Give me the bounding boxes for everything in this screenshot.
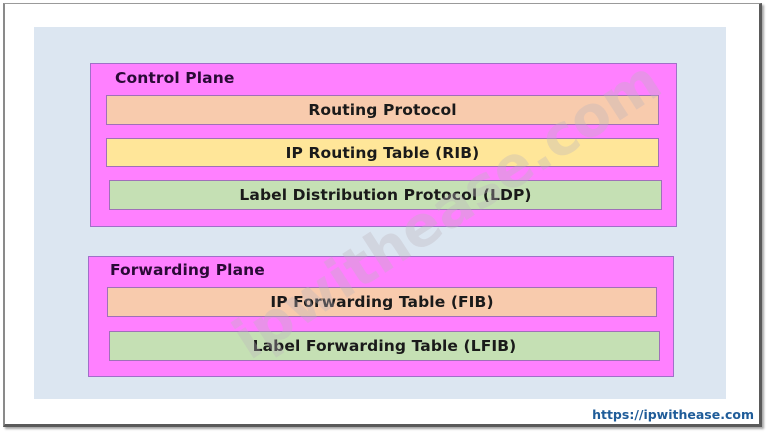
layer-routing-protocol: Routing Protocol [106,95,659,125]
control-plane-title: Control Plane [115,69,235,87]
layer-ldp: Label Distribution Protocol (LDP) [109,180,662,210]
layer-label-forwarding-table: Label Forwarding Table (LFIB) [109,331,660,361]
layer-ip-routing-table: IP Routing Table (RIB) [106,138,659,167]
source-url[interactable]: https://ipwithease.com [592,407,754,422]
layer-ip-forwarding-table: IP Forwarding Table (FIB) [107,287,657,317]
forwarding-plane-title: Forwarding Plane [110,261,265,279]
forwarding-plane-box: Forwarding Plane IP Forwarding Table (FI… [88,256,674,377]
control-plane-box: Control Plane Routing Protocol IP Routin… [90,63,677,227]
